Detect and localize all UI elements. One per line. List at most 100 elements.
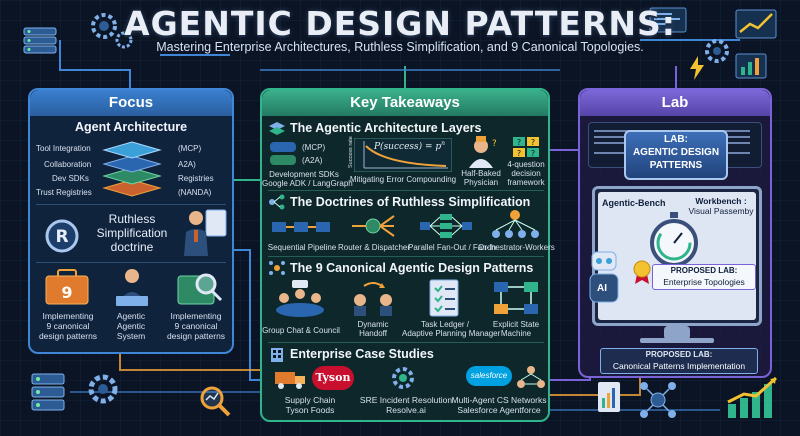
svg-text:?: ? (492, 139, 496, 149)
half-baked-physician-icon: ? (466, 136, 497, 168)
key-takeaways-title: Key Takeaways (262, 90, 548, 116)
section2-heading: The Doctrines of Ruthless Simplification (290, 195, 531, 209)
lab-sign (624, 130, 728, 180)
lab-bottom-line2: Canonical Patterns Implementation (612, 361, 746, 371)
dynamic-handoff-icon (350, 280, 396, 316)
svg-text:?: ? (531, 149, 535, 158)
case-cs-line1: Multi-Agent CS Networks (451, 395, 547, 405)
router-dispatcher-icon (348, 212, 398, 240)
settings-gear-icon (702, 36, 732, 66)
svg-text:?: ? (517, 149, 521, 158)
bottom-growth-chart-icon (724, 376, 780, 420)
server-stack-icon (20, 26, 60, 56)
success-formula: P(success) = pn (374, 140, 446, 152)
takeaways-divider-3 (268, 342, 544, 343)
pattern-orchestrator-label: Orchestrator-Workers (478, 243, 555, 252)
gears-icon (86, 10, 136, 50)
building-small-icon (268, 346, 286, 362)
case-cs-line2: Salesforce Agentforce (457, 405, 541, 415)
salesforce-cloud (466, 366, 512, 386)
mcp-label: (MCP) (302, 143, 326, 152)
sequential-pipeline-icon (270, 216, 332, 238)
proposed-lab-box (652, 264, 756, 290)
layer-label-registries: Registries (178, 174, 214, 183)
bottom-doc-chart-icon (596, 380, 622, 414)
half-baked-line2: Physician (463, 178, 499, 187)
group-chat-icon (272, 280, 328, 320)
mitigating-label: Mitigating Error Compounding (349, 175, 457, 184)
layer-label-dev-sdks: Dev SDKs (52, 174, 89, 183)
network-small-icon (268, 260, 286, 276)
task-ledger-icon (426, 278, 466, 318)
agent-architecture-heading: Agent Architecture (74, 120, 188, 134)
ruthless-line1: Ruthless (108, 212, 156, 226)
bottom-gear-icon (86, 372, 120, 406)
agent-at-laptop-icon (110, 266, 154, 308)
key-takeaways-panel: Key Takeaways The Agentic Architecture L… (260, 88, 555, 422)
tyson-logo (312, 366, 354, 390)
lab-panel-title: Lab (580, 90, 770, 116)
branch-small-icon (268, 194, 286, 210)
stopwatch-icon (646, 212, 702, 268)
section3-heading: The 9 Canonical Agentic Design Patterns (290, 261, 534, 275)
focus-item3-line1: Implementing (170, 311, 222, 321)
dev-sdks-line1: Development SDKs (269, 170, 339, 179)
a2a-chip (270, 155, 296, 165)
four-question-line2: decision (511, 169, 541, 178)
orchestrator-workers-icon (488, 208, 542, 240)
dev-sdks-line2: Google ADK / LangGraph (262, 179, 353, 188)
state-machine-icon (492, 280, 540, 316)
case-supply-line2: Tyson Foods (285, 405, 335, 415)
lab-bottom-banner (600, 348, 758, 374)
takeaways-divider-2 (268, 256, 544, 257)
code-screen-icon (648, 6, 688, 36)
ruthless-line2: Simplification (96, 226, 168, 240)
pattern-group-chat-label: Group Chat & Council (262, 326, 340, 335)
layer-stack-icon (102, 136, 162, 198)
monitor-base (640, 338, 714, 343)
case-sre-line2: Resolve.ai (386, 405, 426, 415)
salesforce-logo-text: salesforce (470, 371, 508, 380)
focus-item2-line3: System (116, 331, 146, 341)
case-sre-line1: SRE Incident Resolution (359, 395, 453, 405)
layer-label-mcp: (MCP) (178, 144, 202, 153)
toolbox-nine-icon: 9 (44, 268, 90, 306)
layer-label-a2a: A2A) (178, 160, 196, 169)
growth-chart-icon (734, 8, 778, 40)
lab-sign-line2: AGENTIC DESIGN (632, 147, 720, 158)
four-question-line3: framework (507, 178, 545, 187)
success-rate-axis: Success rate (348, 136, 354, 168)
lab-sign-line1: LAB: (664, 134, 688, 145)
proposed-lab-line1: PROPOSED LAB: (670, 266, 738, 275)
lab-bottom-line1: PROPOSED LAB: (645, 350, 713, 359)
focus-item3-line2: 9 canonical (174, 321, 218, 331)
tyson-logo-text: Tyson (315, 371, 351, 384)
bottom-server-stack-icon (30, 372, 66, 412)
pattern-dynamic-line2: Handoff (359, 329, 387, 338)
bottom-search-icon (198, 384, 232, 418)
focus-item2-line1: Agentic (116, 311, 146, 321)
main-title: AGENTIC DESIGN PATTERNS: (124, 4, 676, 43)
bottom-network-icon (638, 380, 678, 420)
bar-chart-icon (734, 52, 768, 80)
pattern-task-ledger-line2: Adaptive Planning Manager (402, 329, 501, 338)
r-logo-icon: R (44, 218, 80, 254)
monitor-stand (664, 326, 690, 340)
pattern-task-ledger-line1: Task Ledger / (420, 320, 470, 329)
lightning-icon (688, 56, 706, 80)
success-formula-exponent: n (441, 140, 446, 147)
focus-item1-line1: Implementing (42, 311, 94, 321)
half-baked-line1: Half-Baked (461, 169, 501, 178)
cs-network-icon (516, 364, 546, 390)
main-subtitle: Mastering Enterprise Architectures, Ruth… (156, 40, 644, 54)
supply-chain-truck-icon (274, 366, 308, 390)
presenter-figure-icon (180, 206, 228, 258)
error-compounding-graph (353, 137, 453, 173)
a2a-label: (A2A) (302, 156, 323, 165)
focus-item1-line2: 9 canonical (46, 321, 90, 331)
lab-panel: Lab LAB: AGENTIC DESIGN PATTERNS Agentic… (578, 88, 772, 378)
layer-label-nanda: (NANDA) (178, 188, 212, 197)
layer-label-trust-registries: Trust Registries (36, 188, 92, 197)
focus-item1-line3: design patterns (38, 331, 98, 341)
